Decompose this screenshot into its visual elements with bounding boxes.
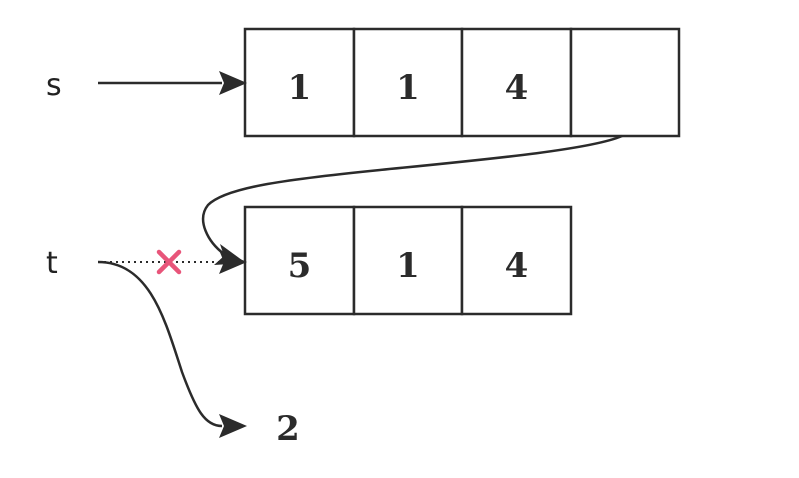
- array-t-cell-value: 1: [396, 246, 420, 286]
- array-t-cell: 4: [460, 205, 573, 316]
- variable-label-t: t: [46, 246, 58, 281]
- array-t-cell: 5: [243, 205, 356, 316]
- edge-t-to-array-t-broken: [98, 249, 247, 275]
- variable-label-s: s: [46, 68, 62, 103]
- array-s-cell: 1: [352, 27, 464, 138]
- array-s-cell: [569, 27, 681, 138]
- array-s-cell: 4: [460, 27, 573, 138]
- array-s-cell-value: 4: [505, 68, 529, 108]
- arrowhead-icon: [219, 250, 247, 274]
- array-s: 1 1 4: [243, 27, 681, 138]
- edge-s-to-array-s: [98, 71, 247, 95]
- array-t-cell: 1: [352, 205, 464, 316]
- arrowhead-icon: [219, 414, 247, 438]
- array-t-cell-value: 4: [505, 246, 529, 286]
- new-target-value: 2: [276, 409, 300, 449]
- array-s-cell: 1: [243, 27, 356, 138]
- arrowhead-icon: [219, 71, 247, 95]
- array-s-cell-value: 1: [288, 68, 312, 108]
- array-t-cell-value: 5: [288, 246, 312, 286]
- array-s-cell-value: 1: [396, 68, 420, 108]
- cross-icon: [156, 249, 182, 275]
- edge-t-to-new-target: [97, 260, 247, 438]
- array-t: 5 1 4: [243, 205, 573, 316]
